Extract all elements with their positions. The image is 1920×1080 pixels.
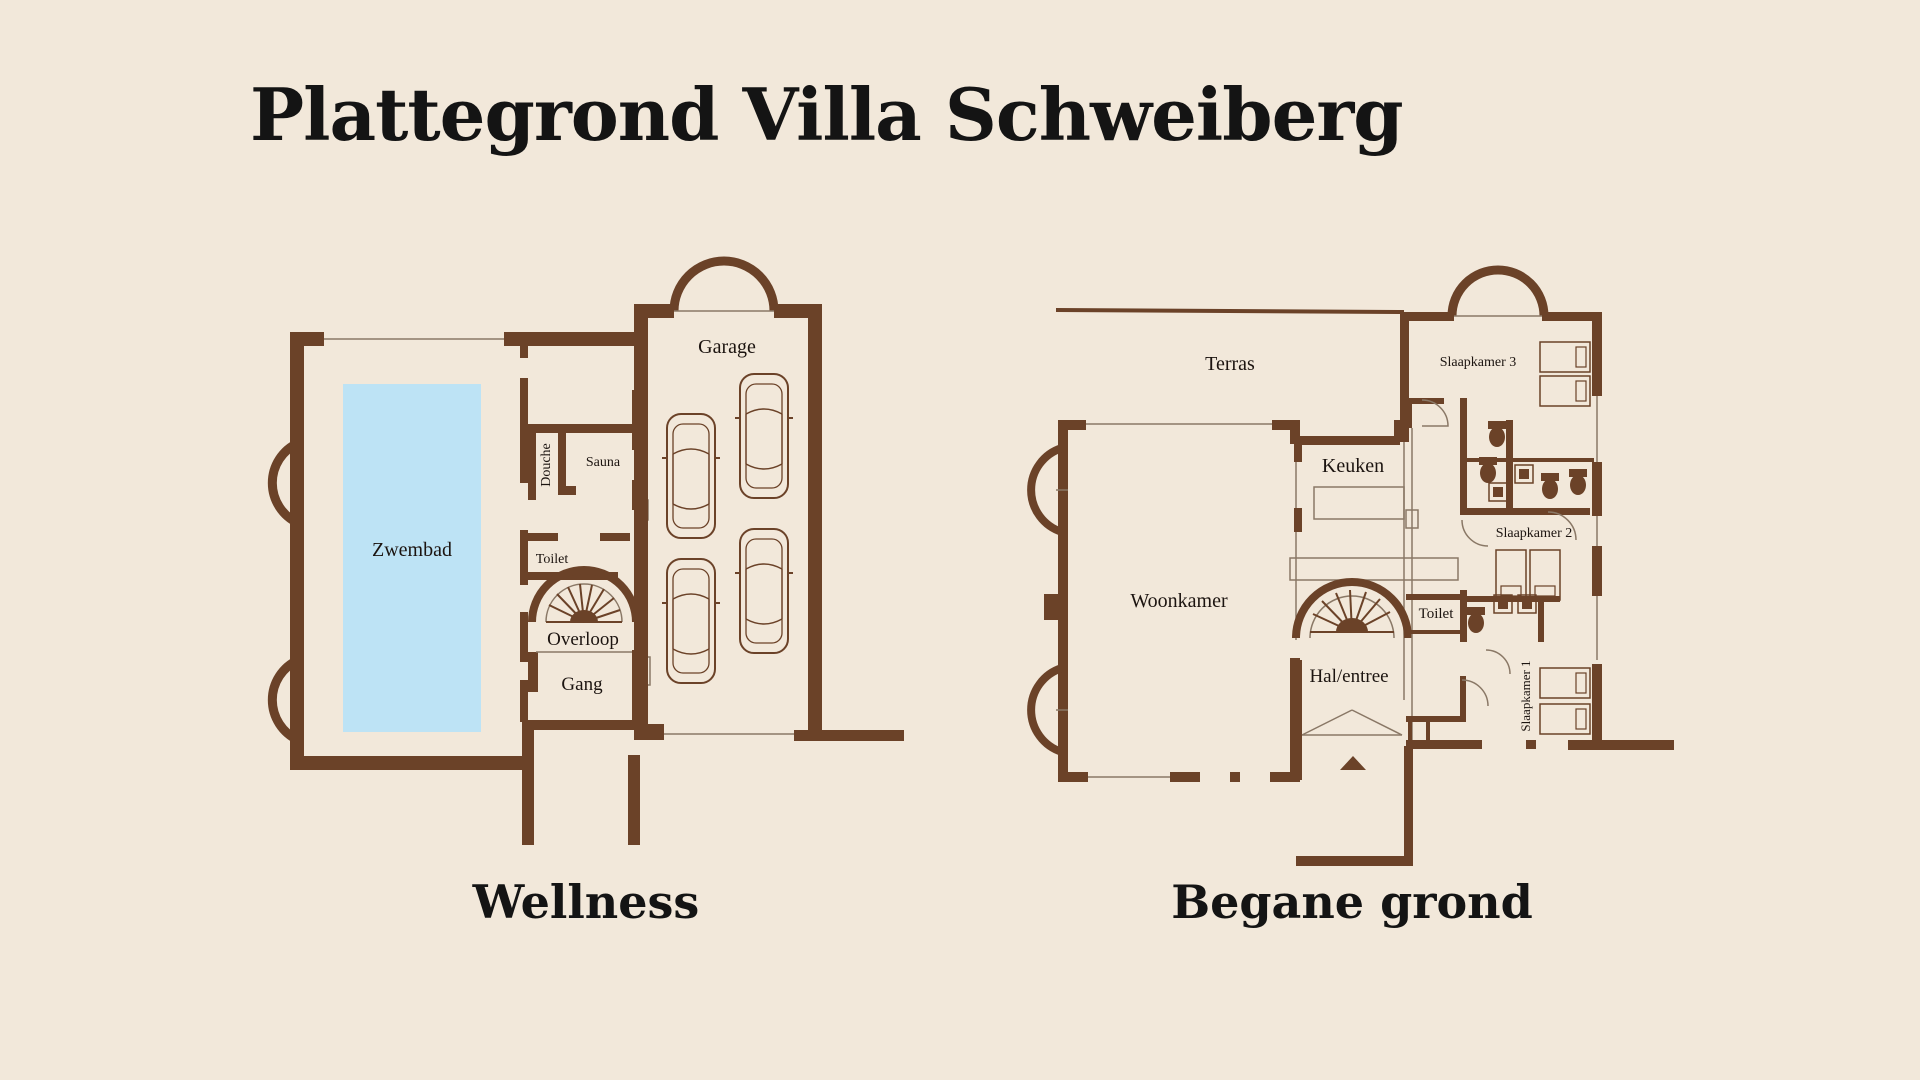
room-label-woonkamer: Woonkamer	[1130, 590, 1228, 612]
apse-west-lower	[267, 655, 301, 745]
room-label-douche: Douche	[539, 443, 554, 487]
room-label-garage: Garage	[698, 336, 756, 358]
page-title: Plattegrond Villa Schweiberg	[250, 72, 1404, 157]
room-label-zwembad: Zwembad	[372, 539, 452, 561]
room-label-toilet: Toilet	[536, 552, 569, 567]
wellness-plan: Zwembad Garage Douche Sauna Toilet Overl…	[267, 256, 904, 929]
room-label-overloop: Overloop	[547, 629, 619, 650]
room-label-slaapkamer-2: Slaapkamer 2	[1496, 526, 1573, 541]
room-label-gang: Gang	[561, 674, 603, 695]
kitchen-island	[1289, 557, 1459, 581]
room-label-sauna: Sauna	[586, 455, 621, 470]
room-label-terras: Terras	[1205, 353, 1255, 375]
room-label-hal-entree: Hal/entree	[1309, 666, 1388, 687]
entrance-arrow-icon	[1340, 756, 1366, 770]
room-label-slaapkamer-3: Slaapkamer 3	[1440, 355, 1517, 370]
apse-west-upper	[267, 438, 301, 528]
room-label-keuken: Keuken	[1322, 455, 1384, 477]
plan-caption-wellness: Wellness	[472, 875, 700, 929]
kitchen-counter	[1313, 486, 1405, 520]
room-label-slaapkamer-1: Slaapkamer 1	[1518, 660, 1533, 731]
plan-caption-begane-grond: Begane grond	[1171, 875, 1533, 929]
begane-grond-plan: Terras Slaapkamer 3 Keuken Slaapkamer 2 …	[1027, 265, 1674, 929]
room-label-toilet-bg: Toilet	[1419, 606, 1455, 622]
swimming-pool	[343, 384, 481, 732]
